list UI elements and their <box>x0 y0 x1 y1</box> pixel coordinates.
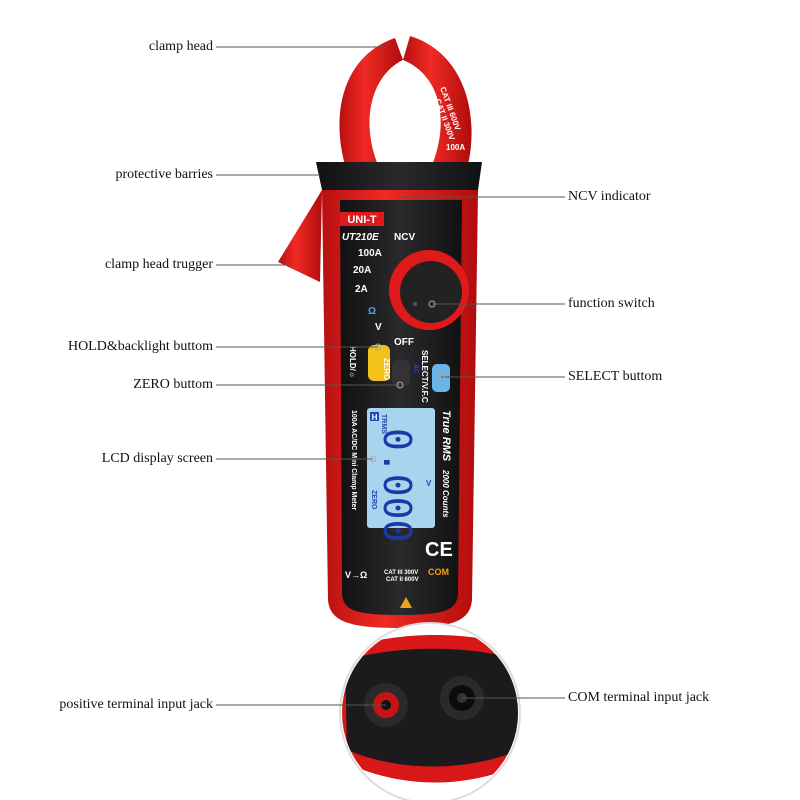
warning-icon <box>400 597 412 608</box>
callout-hold-backlight: HOLD&backlight buttom <box>67 339 213 354</box>
zero-label: ZERO <box>382 358 391 380</box>
model-name: UT210E <box>342 232 379 243</box>
cat-rating-2: CAT II 600V <box>386 577 419 583</box>
brand-logo: UNI-T <box>347 214 377 226</box>
callout-clamp-head: clamp head <box>148 39 213 54</box>
hold-backlight-button[interactable] <box>368 345 390 381</box>
dial-100a: 100A <box>358 248 382 259</box>
callout-function-switch: function switch <box>568 296 655 311</box>
clamp-head: CAT III 600V CAT II 300V 100A <box>339 36 472 165</box>
clamp-head-trigger[interactable] <box>278 190 322 282</box>
dial-ncv: NCV <box>394 232 415 243</box>
callout-protective-barriers: protective barries <box>115 167 213 182</box>
lcd-hold: H <box>372 413 378 422</box>
com-label: COM <box>428 567 449 577</box>
callout-lcd: LCD display screen <box>101 451 213 466</box>
counts: 2000 Counts <box>441 469 450 518</box>
dial-20a: 20A <box>353 265 371 276</box>
true-rms: True RMS <box>440 410 452 462</box>
terminal-closeup <box>339 622 521 800</box>
input-symbol: V→Ω <box>345 570 367 580</box>
dial-ohm: Ω <box>368 306 376 317</box>
zero-button[interactable] <box>392 360 410 386</box>
hold-label: HOLD/☼ <box>348 346 357 378</box>
callout-positive-jack: positive terminal input jack <box>59 697 213 712</box>
select-label: SELECT/V.F.C <box>420 350 429 403</box>
dial-off: OFF <box>394 337 414 348</box>
jaw-current: 100A <box>446 143 465 152</box>
lcd-reading: 0.000 <box>375 428 419 542</box>
callout-clamp-head-trigger: clamp head trugger <box>104 257 213 272</box>
side-text: 100A AC/DC Mini Clamp Meter <box>350 410 357 510</box>
lcd-unit: V <box>426 479 432 488</box>
lcd-display: H TRMS AC 0.000 V ZERO <box>367 364 435 542</box>
lcd-trms: TRMS <box>380 414 387 434</box>
lcd-zero: ZERO <box>370 490 377 510</box>
cat-rating-1: CAT III 300V <box>384 570 418 576</box>
dial-2a: 2A <box>355 284 368 295</box>
ce-mark: CE <box>425 539 453 561</box>
dial-v: V <box>375 322 382 333</box>
callout-zero: ZERO buttom <box>133 377 213 392</box>
function-switch[interactable] <box>389 250 469 330</box>
select-button[interactable] <box>432 364 450 392</box>
leader-lines <box>216 46 565 706</box>
callout-ncv: NCV indicator <box>568 189 651 204</box>
callout-com-jack: COM terminal input jack <box>568 690 710 705</box>
lcd-mode: AC <box>412 364 419 374</box>
callout-select: SELECT buttom <box>568 369 663 384</box>
